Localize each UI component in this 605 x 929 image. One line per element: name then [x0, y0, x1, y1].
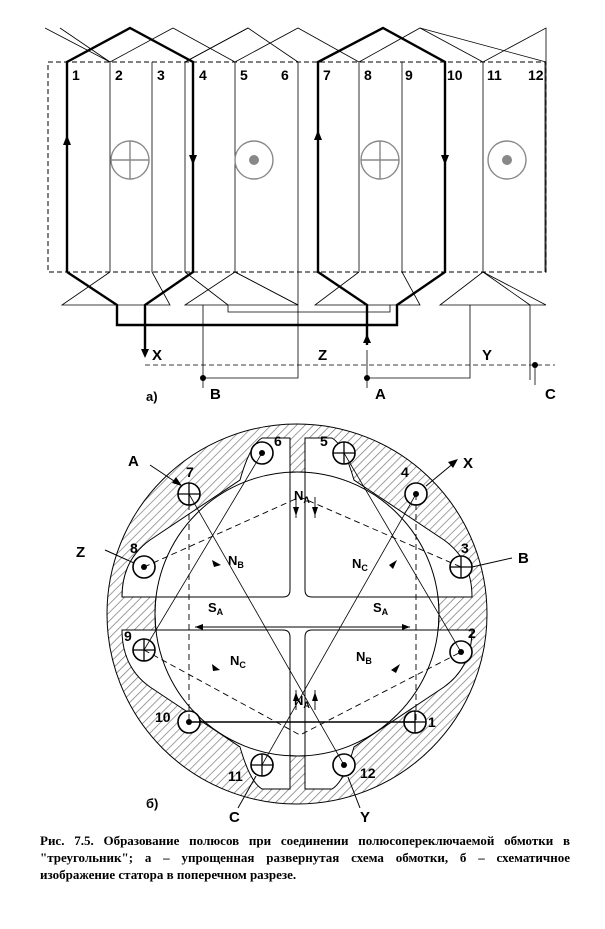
figure-caption: Рис. 7.5. Образование полюсов при соедин… [40, 833, 570, 882]
coil-number-labels: 1 2 3 4 5 6 7 8 9 10 11 12 [124, 433, 476, 784]
slot-number: 12 [528, 67, 544, 83]
coil-number: 12 [360, 765, 376, 781]
phase-c-label: C [229, 809, 240, 826]
phase-y-label: Y [360, 809, 370, 826]
flux-into-symbol-1 [110, 140, 150, 180]
terminal-b-label: B [210, 386, 221, 403]
coil-number: 9 [124, 628, 132, 644]
stator-core-outline [47, 61, 547, 273]
slot-number: 5 [240, 67, 248, 83]
thick-coil-group-1 [65, 26, 447, 350]
winding-connections-dashed [143, 494, 462, 736]
flux-into-symbol-2 [360, 140, 400, 180]
phase-x-label: X [463, 455, 473, 472]
slot-number-labels: 1 2 3 4 5 6 7 8 9 10 11 12 [72, 67, 544, 83]
slot-number: 7 [323, 67, 331, 83]
phase-a-label: A [128, 453, 139, 470]
flux-out-symbol-2 [487, 140, 527, 180]
coil-number: 2 [468, 625, 476, 641]
winding-connections-thin [143, 452, 462, 766]
pole-nc-lower: NC [230, 653, 246, 670]
coil-number: 5 [320, 433, 328, 449]
slot-number: 11 [487, 67, 502, 83]
slot-number: 1 [72, 67, 80, 83]
slot-number: 10 [447, 67, 463, 83]
arrow-down-slot-10 [441, 155, 449, 165]
coil-number: 6 [274, 433, 282, 449]
stator-cross-section: 1 2 3 4 5 6 7 8 9 10 11 12 A X Z B C Y N… [76, 423, 529, 826]
coil-number: 7 [186, 464, 194, 480]
slot-number: 4 [199, 67, 207, 83]
lead-wires [145, 305, 555, 388]
flux-out-symbol-1 [234, 140, 274, 180]
winding-figure: 1 2 3 4 5 6 7 8 9 10 11 12 X Z Y B A C а… [44, 26, 556, 826]
slot-number: 2 [115, 67, 123, 83]
arrow-up-slot-7 [314, 130, 322, 140]
coil-number: 11 [228, 768, 243, 784]
phase-z-label: Z [76, 544, 85, 561]
coil-number: 8 [130, 540, 138, 556]
terminal-z-label: Z [318, 347, 327, 364]
terminal-c-label: C [545, 386, 556, 403]
slot-number: 9 [405, 67, 413, 83]
terminal-y-label: Y [482, 347, 492, 364]
part-b-label: б) [146, 796, 158, 811]
pole-nc-upper: NC [352, 556, 368, 573]
slot-number: 3 [157, 67, 165, 83]
slot-number: 8 [364, 67, 372, 83]
coil-number: 1 [428, 714, 436, 730]
pole-nb-upper: NB [228, 553, 244, 570]
arrow-down-x [141, 349, 149, 358]
arrow-down-slot-4 [189, 155, 197, 165]
slot-number: 6 [281, 67, 289, 83]
pole-sa-right: SA [373, 600, 389, 617]
coil-number: 3 [461, 540, 469, 556]
pole-na-bottom: NA [294, 693, 310, 710]
terminal-a-label: A [375, 386, 386, 403]
coil-number: 10 [155, 709, 171, 725]
part-a-label: а) [146, 389, 158, 404]
pole-na-top: NA [294, 488, 310, 505]
thin-end-turns-top [44, 27, 547, 272]
developed-winding-diagram: 1 2 3 4 5 6 7 8 9 10 11 12 X Z Y B A C а… [44, 26, 556, 404]
coil-number: 4 [401, 464, 409, 480]
pole-nb-lower: NB [356, 649, 372, 666]
arrow-up-slot-1 [63, 135, 71, 145]
terminal-x-label: X [152, 347, 162, 364]
arrow-up-a [363, 334, 371, 343]
phase-b-label: B [518, 550, 529, 567]
pole-sa-left: SA [208, 600, 224, 617]
